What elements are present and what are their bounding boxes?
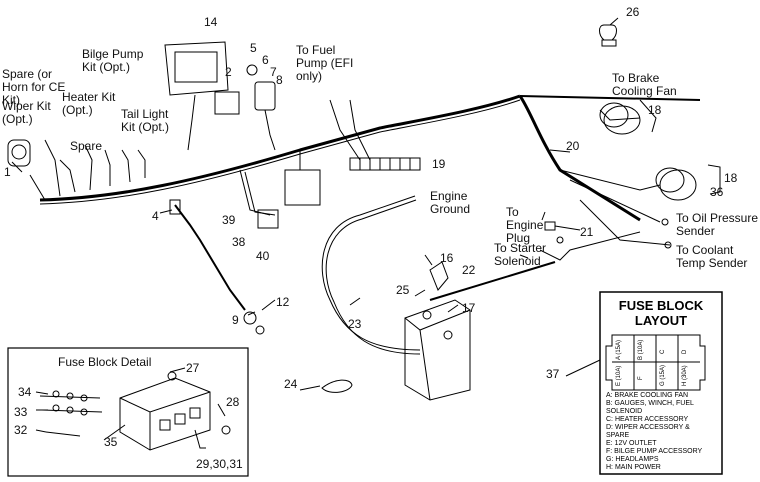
callout-18-lower: 18 — [724, 171, 738, 185]
fuse-slot-c: C — [660, 349, 666, 354]
label-brake-fan: To Brake Cooling Fan — [612, 71, 677, 98]
harness-20 — [518, 95, 641, 222]
label-engine-ground: Engine Ground — [430, 189, 471, 216]
fuse-slot-a: A (15A) — [616, 339, 622, 360]
label-engine-plug: To Engine Plug — [506, 205, 544, 245]
fuse-legend-g: G: HEADLAMPS — [606, 456, 659, 463]
callout-29-30-31: 29,30,31 — [196, 457, 243, 471]
fuse-legend-b-cont: SOLENOID — [606, 408, 643, 415]
callout-24: 24 — [284, 377, 298, 391]
fuse-legend-h: H: MAIN POWER — [606, 464, 661, 471]
fuse-slot-e: E (10A) — [616, 365, 622, 386]
label-spare-horn: Spare (or Horn for CE Kit) — [2, 67, 66, 107]
callout-40: 40 — [256, 249, 270, 263]
fuse-block-detail-frame — [7, 347, 249, 477]
label-heater-kit: Heater Kit (Opt.) — [62, 90, 116, 117]
callout-38: 38 — [232, 235, 246, 249]
wire-22 — [429, 261, 556, 301]
callout-33: 33 — [14, 405, 28, 419]
fuse-legend-a: A: BRAKE COOLING FAN — [606, 392, 689, 399]
fuse-legend-d-cont: SPARE — [606, 432, 630, 439]
callout-1: 1 — [4, 165, 11, 179]
fuse-block-layout-title: FUSE BLOCK LAYOUT — [618, 298, 704, 328]
callout-25: 25 — [396, 283, 410, 297]
callout-18-upper: 18 — [648, 103, 662, 117]
callout-34: 34 — [18, 385, 32, 399]
callout-32: 32 — [14, 423, 28, 437]
fuse-legend-d: D: WIPER ACCESSORY & — [606, 424, 690, 431]
callout-36: 36 — [710, 185, 724, 199]
label-spare: Spare — [70, 139, 103, 153]
callout-9: 9 — [232, 313, 239, 327]
label-oil-pressure: To Oil Pressure Sender — [676, 211, 759, 238]
callout-23: 23 — [348, 317, 362, 331]
callout-21: 21 — [580, 225, 594, 239]
callout-22: 22 — [462, 263, 476, 277]
fuse-slot-b: B (10A) — [638, 339, 644, 360]
callout-28: 28 — [226, 395, 240, 409]
fuse-legend-b: B: GAUGES, WINCH, FUEL — [606, 400, 694, 407]
callout-14: 14 — [204, 15, 218, 29]
callout-17: 17 — [462, 301, 476, 315]
fuse-legend: A: BRAKE COOLING FAN B: GAUGES, WINCH, F… — [606, 392, 702, 472]
callout-8: 8 — [276, 73, 283, 87]
label-fuel-pump: To Fuel Pump (EFI only) — [296, 43, 354, 83]
fuse-slot-h: H (30A) — [682, 365, 688, 386]
callout-7: 7 — [270, 65, 277, 79]
fuse-legend-f: F: BILGE PUMP ACCESSORY — [606, 448, 703, 455]
callout-20: 20 — [566, 139, 580, 153]
label-bilge-kit: Bilge Pump Kit (Opt.) — [82, 47, 144, 74]
callout-5: 5 — [250, 41, 257, 55]
label-fuse-block-detail: Fuse Block Detail — [58, 355, 152, 369]
callout-6: 6 — [262, 53, 269, 67]
display-14 — [164, 41, 229, 96]
callout-39: 39 — [222, 213, 236, 227]
callout-2: 2 — [225, 65, 232, 79]
fuse-slot-d: D — [682, 349, 688, 354]
callout-26: 26 — [626, 5, 640, 19]
fuse-legend-e: E: 12V OUTLET — [606, 440, 657, 447]
label-starter-solenoid: To Starter Solenoid — [494, 241, 547, 268]
callout-16: 16 — [440, 251, 454, 265]
callout-35: 35 — [104, 435, 118, 449]
main-harness — [39, 94, 521, 202]
callout-37: 37 — [546, 367, 560, 381]
callout-19: 19 — [432, 157, 446, 171]
fuse-slot-f: F — [638, 376, 644, 380]
callout-27: 27 — [186, 361, 200, 375]
fuse-slot-g: G (15A) — [660, 364, 666, 386]
wire-23 — [321, 195, 421, 351]
battery — [404, 299, 471, 401]
label-tail-light: Tail Light Kit (Opt.) — [121, 107, 170, 134]
callout-12: 12 — [276, 295, 290, 309]
fuse-block-layout-frame — [599, 291, 723, 475]
fuse-legend-c: C: HEATER ACCESSORY — [606, 416, 689, 423]
label-coolant-temp: To Coolant Temp Sender — [676, 243, 748, 270]
label-wiper-kit: Wiper Kit (Opt.) — [2, 99, 51, 126]
callout-4: 4 — [152, 209, 159, 223]
